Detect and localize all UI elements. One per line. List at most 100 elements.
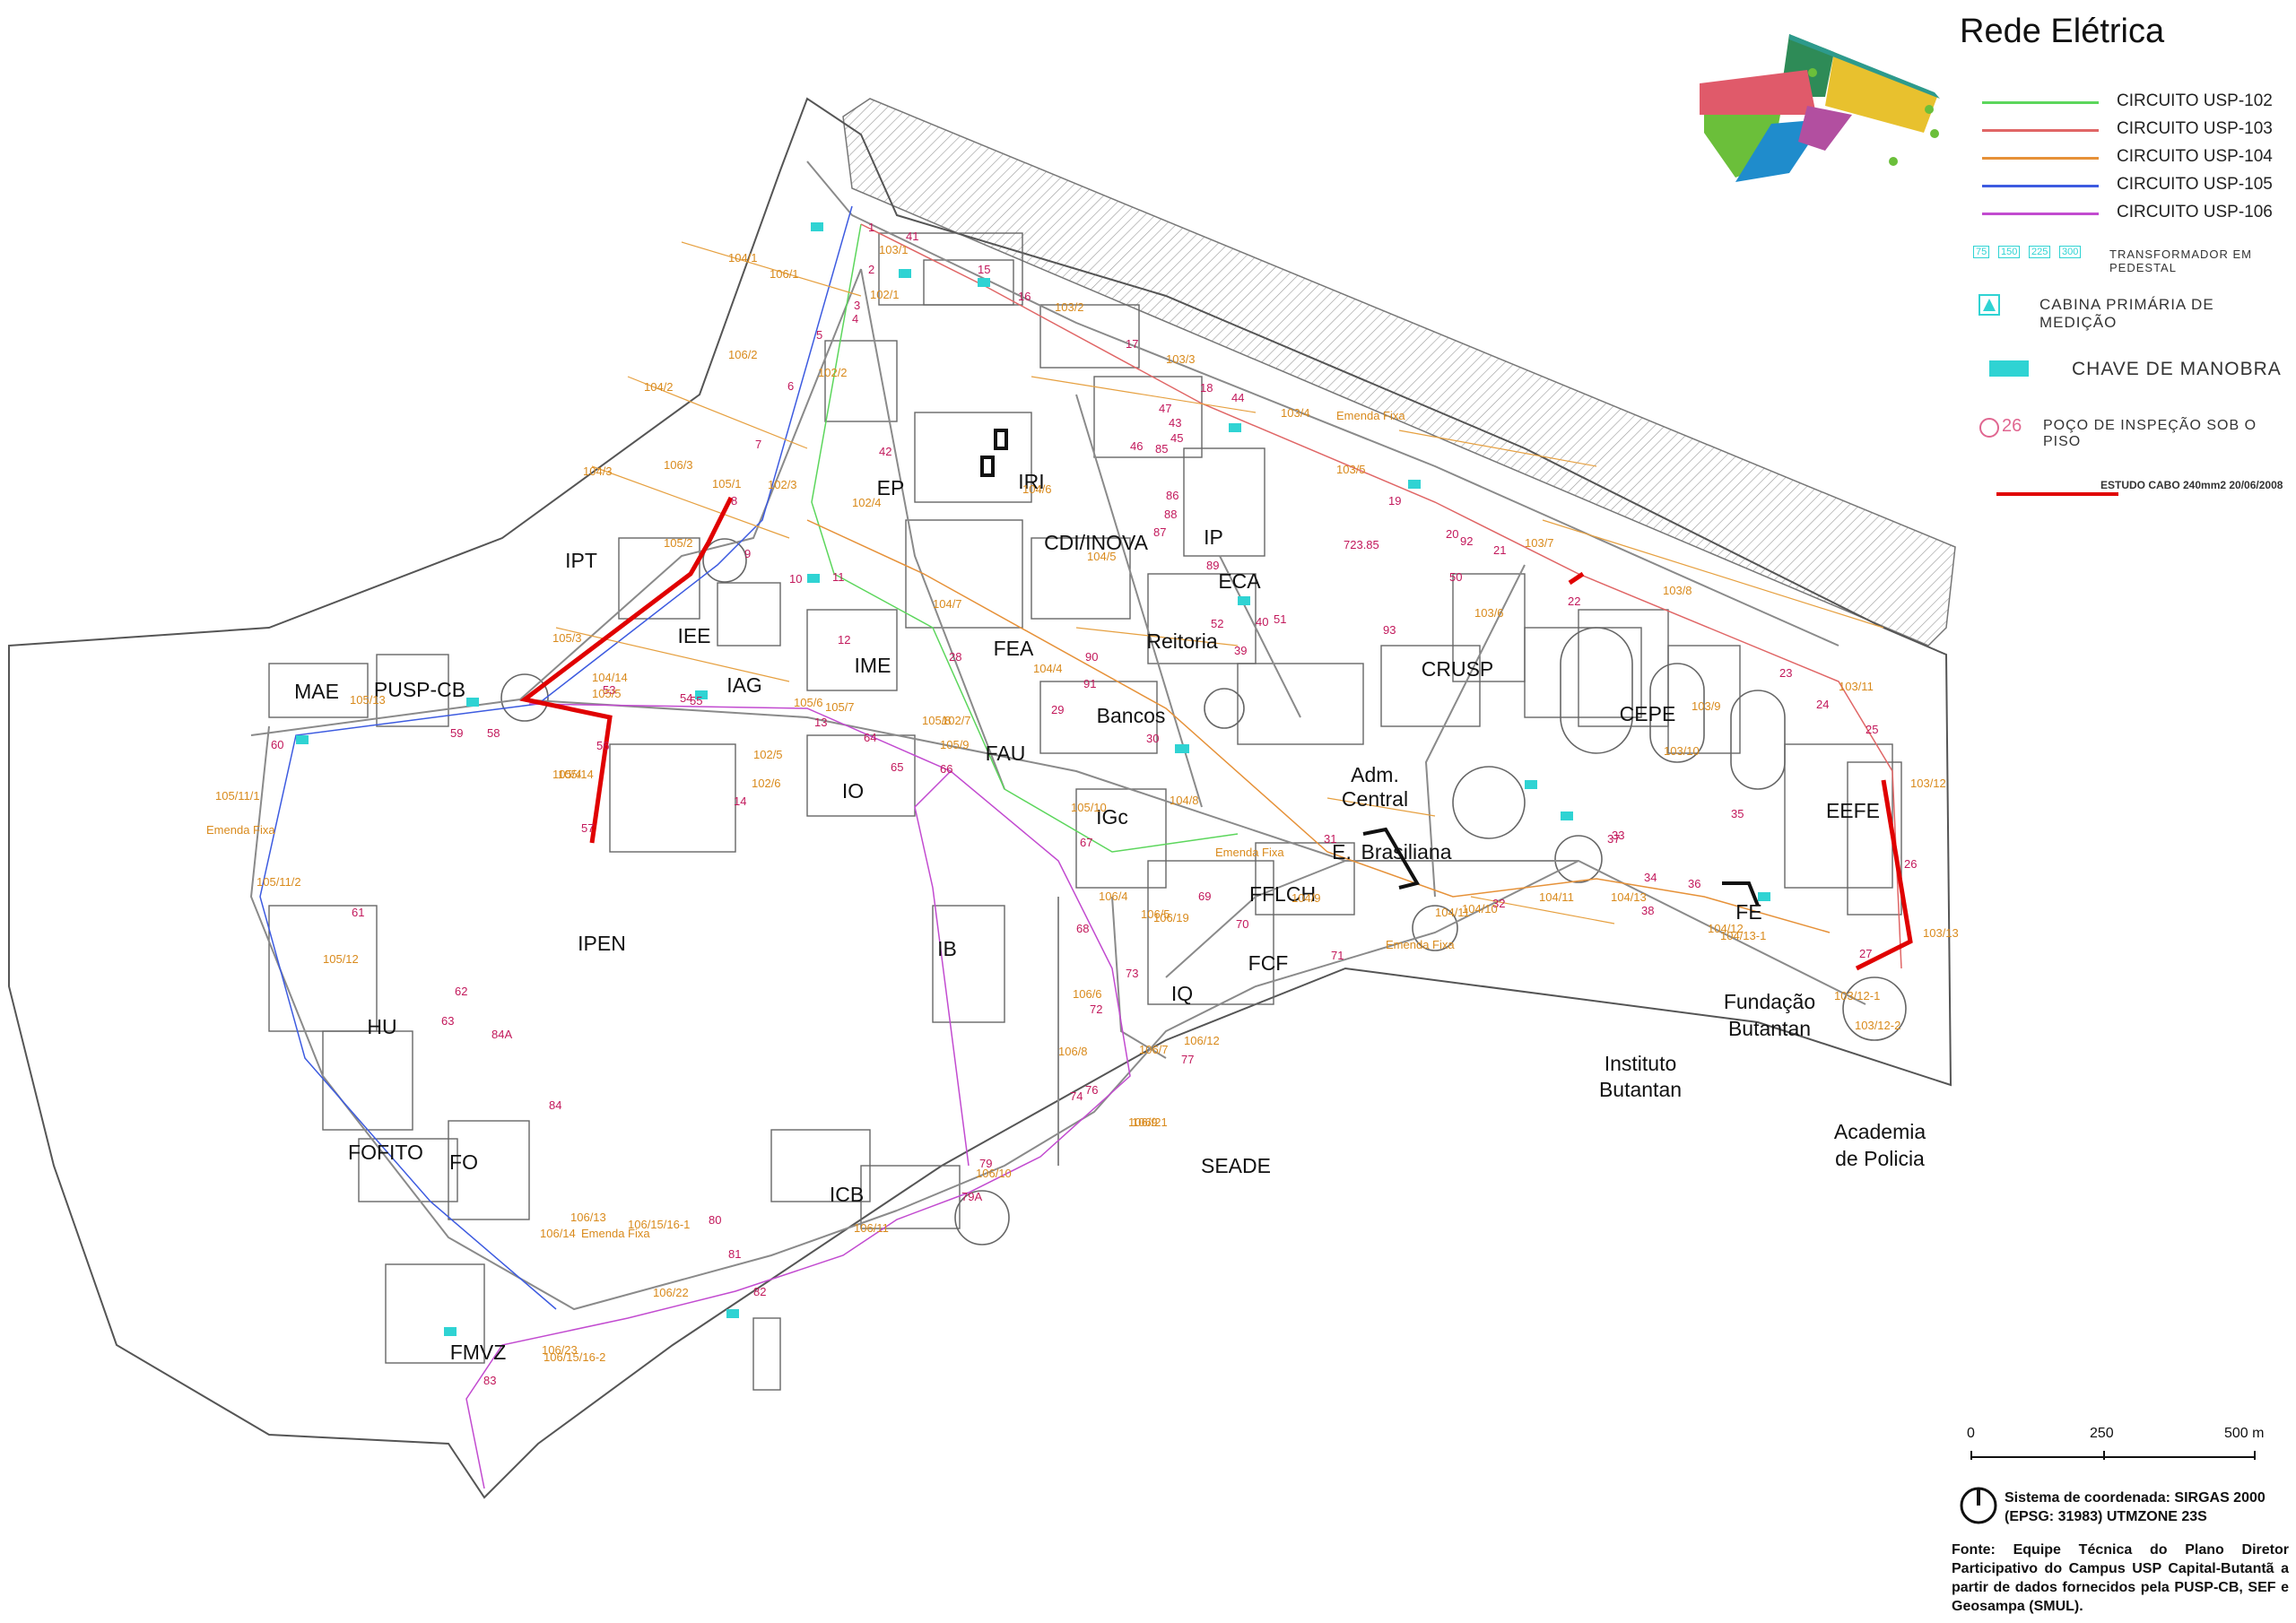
legend-circuit-104: CIRCUITO USP-104 — [1955, 145, 2287, 170]
building-label: PUSP-CB — [374, 678, 465, 701]
manhole-number: 5 — [816, 328, 822, 342]
segment-label: 105/4 — [552, 768, 582, 781]
manhole-number: 39 — [1234, 644, 1247, 657]
segment-label: 104/9 — [1292, 891, 1321, 905]
manhole-number: 60 — [271, 738, 283, 751]
segment-label: 103/5 — [1336, 463, 1366, 476]
scale-line — [1970, 1456, 2256, 1458]
building-label: Butantan — [1599, 1078, 1682, 1101]
manhole-number: 8 — [731, 494, 737, 508]
segment-label: 104/14 — [592, 671, 628, 684]
manhole-number: 27 — [1859, 947, 1872, 960]
segment-label: 106/23 — [542, 1343, 578, 1357]
manhole-number: 44 — [1231, 391, 1244, 404]
segment-label: 105/13 — [350, 693, 386, 707]
coord-line-2: (EPSG: 31983) UTMZONE 23S — [2005, 1509, 2207, 1524]
building-label: ICB — [830, 1183, 864, 1206]
building-label: ECA — [1218, 569, 1261, 593]
segment-label: 105/3 — [552, 631, 582, 645]
segment-label: 106/6 — [1073, 987, 1102, 1001]
building-label: Bancos — [1097, 704, 1166, 727]
manhole-number: 71 — [1331, 949, 1344, 962]
segment-label: 105/2 — [664, 536, 693, 550]
segment-label: 102/5 — [753, 748, 783, 761]
manhole-number: 56 — [596, 739, 609, 752]
building-label: SEADE — [1201, 1154, 1271, 1177]
segment-label: 104/11 — [1435, 906, 1470, 919]
manhole-number: 92 — [1460, 534, 1473, 548]
building-label: IME — [855, 654, 891, 677]
highlighted-outlines — [980, 429, 1760, 907]
manhole-number: 20 — [1446, 527, 1458, 541]
manhole-number: 2 — [868, 263, 874, 276]
manhole-number: 4 — [852, 312, 858, 325]
manhole-number: 33 — [1612, 829, 1624, 842]
legend-label: POÇO DE INSPEÇÃO SOB O PISO — [2043, 418, 2257, 449]
transformer-size-icon: 300 — [2059, 246, 2082, 258]
annotation-emenda: Emenda Fixa — [206, 823, 275, 837]
segment-label: 104/13-1 — [1720, 929, 1766, 942]
manhole-number: 61 — [352, 906, 364, 919]
manhole-number: 28 — [949, 650, 961, 664]
manhole-number: 22 — [1568, 595, 1580, 608]
manhole-number: 46 — [1130, 439, 1143, 453]
building-label: FE — [1735, 900, 1761, 924]
segment-label: 103/2 — [1055, 300, 1084, 314]
segment-label: 105/1 — [712, 477, 742, 490]
manhole-number: 90 — [1085, 650, 1098, 664]
building-label: E. — [1332, 840, 1352, 864]
building-label: IPEN — [578, 932, 626, 955]
manhole-number: 67 — [1080, 836, 1092, 849]
building-labels: EP IRI IP CDI/INOVA IPT ECA IEE FEA Reit… — [294, 470, 1926, 1364]
legend-study-cable: ESTUDO CABO 240mm2 20/06/2008 — [1973, 475, 2287, 497]
hatched-river-strip — [842, 98, 1956, 647]
legend-circuit-103: CIRCUITO USP-103 — [1955, 117, 2287, 143]
manhole-number: 12 — [838, 633, 850, 647]
building-label: Reitoria — [1146, 629, 1217, 653]
segment-label: 106/5 — [1141, 907, 1170, 921]
building-label: IGc — [1096, 805, 1128, 829]
legend-line — [1982, 101, 2099, 104]
segment-label: 106/12 — [1184, 1034, 1220, 1047]
legend-manhole: 26 POÇO DE INSPEÇÃO SOB O PISO — [1973, 414, 2287, 449]
building-label: IEE — [677, 624, 710, 647]
segment-label: 106/10 — [976, 1167, 1012, 1180]
legend-label: CHAVE DE MANOBRA — [2072, 359, 2282, 379]
building-label: Butantan — [1728, 1017, 1811, 1040]
building-label: FO — [449, 1150, 478, 1174]
manhole-number: 30 — [1146, 732, 1159, 745]
sports-fields — [500, 538, 1907, 1245]
scale-tick-label: 500 m — [2224, 1426, 2265, 1441]
building-label: EP — [877, 476, 905, 499]
segment-label: 105/11/2 — [257, 875, 301, 889]
segment-label: 102/4 — [852, 496, 882, 509]
building-label: Central — [1342, 787, 1408, 811]
legend-transformer: 75 150 225 300 TRANSFORMADOR EM PEDESTAL — [1973, 244, 2287, 274]
manhole-number: 86 — [1166, 489, 1178, 502]
segment-label: 103/3 — [1166, 352, 1196, 366]
legend-logo — [1700, 16, 1946, 182]
manhole-number: 76 — [1085, 1083, 1098, 1097]
manhole-number: 91 — [1083, 677, 1096, 690]
manhole-number: 40 — [1256, 615, 1268, 629]
legend-label: CIRCUITO USP-106 — [2117, 203, 2273, 221]
legend-label: CIRCUITO USP-104 — [2117, 147, 2273, 166]
segment-label: 103/1 — [879, 243, 909, 256]
building-label: Academia — [1834, 1120, 1926, 1143]
legend-label: CIRCUITO USP-103 — [2117, 119, 2273, 138]
segment-label: 103/11 — [1839, 680, 1874, 693]
manhole-number: 32 — [1492, 897, 1505, 910]
circuit-102 — [811, 223, 1239, 853]
segment-label: 105/8 — [922, 714, 952, 727]
legend-label: TRANSFORMADOR EM PEDESTAL — [2109, 247, 2252, 274]
manhole-number: 10 — [789, 572, 802, 586]
segment-label: 102/2 — [818, 366, 848, 379]
manhole-number: 19 — [1388, 494, 1401, 508]
road-network — [249, 161, 1866, 1311]
manhole-number: 65 — [891, 760, 903, 774]
segment-label: 102/3 — [768, 478, 797, 491]
transformer-size-icon: 150 — [1998, 246, 2021, 258]
segment-label: 106/8 — [1058, 1045, 1088, 1058]
switch-markers — [296, 222, 1770, 1336]
